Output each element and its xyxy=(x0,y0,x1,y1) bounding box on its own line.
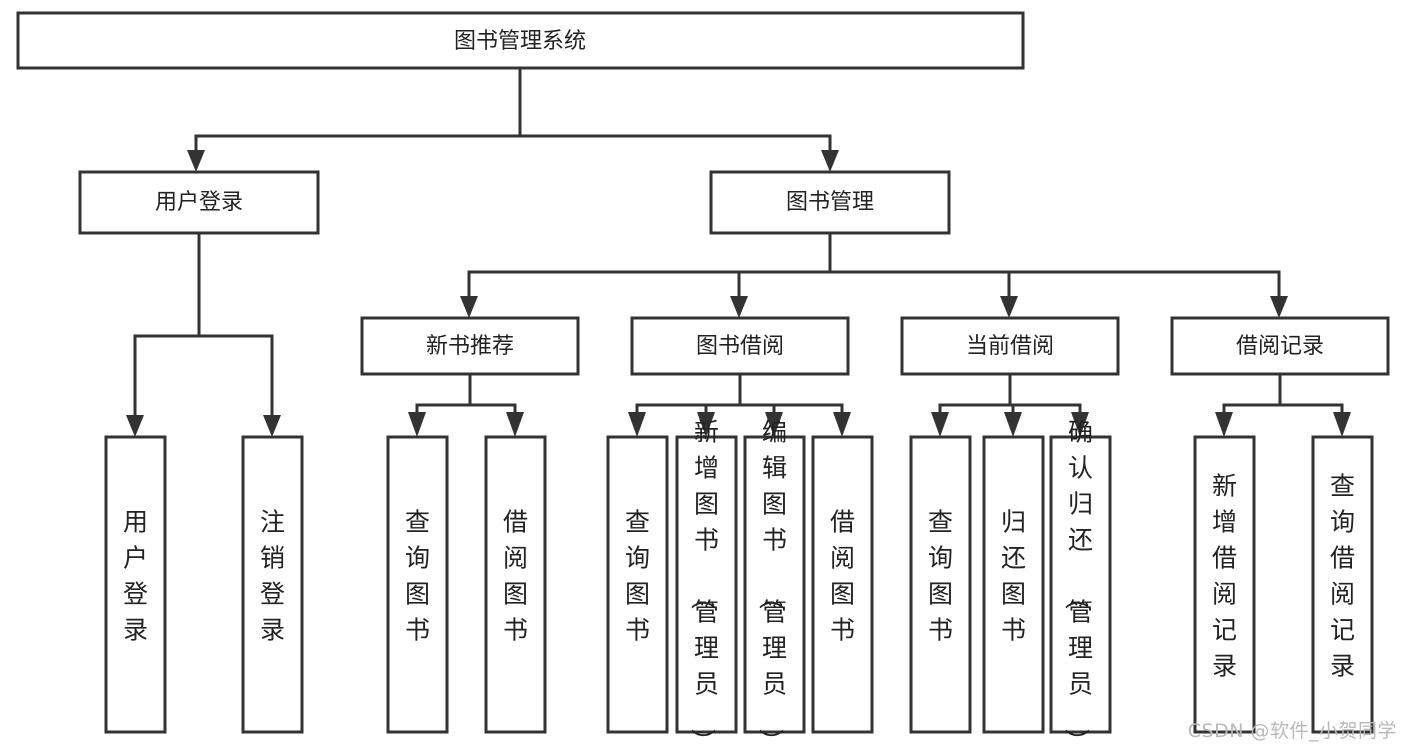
node-root-label: 图书管理系统 xyxy=(454,29,586,54)
node-leaf-query-book-c-box[interactable] xyxy=(909,435,972,734)
arrowhead-leaf-add-book-admin xyxy=(697,412,715,437)
node-leaf-query-book-a-label: 查询图书 xyxy=(405,508,430,645)
node-root[interactable]: 图书管理系统 xyxy=(16,11,1025,70)
node-leaf-add-book-admin[interactable]: 新增图书（管理员） xyxy=(675,418,738,747)
node-leaf-query-book-c-label: 查询图书 xyxy=(928,508,953,645)
node-leaf-edit-book-admin-box[interactable] xyxy=(743,435,806,734)
arrowhead-leaf-add-borrow-record xyxy=(1215,412,1233,437)
arrowhead-leaf-borrow-book-b xyxy=(833,412,851,437)
connector-layer xyxy=(126,66,1351,437)
node-borrow-record[interactable]: 借阅记录 xyxy=(1170,316,1390,376)
node-leaf-logout-login-label: 注销登录 xyxy=(260,508,285,645)
node-book-borrow[interactable]: 图书借阅 xyxy=(630,316,850,376)
node-new-book-recommend-box[interactable] xyxy=(360,316,580,376)
node-user-login[interactable]: 用户登录 xyxy=(78,170,320,235)
node-leaf-query-book-b-label: 查询图书 xyxy=(625,508,650,645)
node-leaf-user-login-box[interactable] xyxy=(104,435,167,734)
arrowhead-leaf-query-book-c xyxy=(931,412,949,437)
leaf-node-layer: 用户登录 注销登录 查询图书 借阅图书 查询图书 新增图书（管理员） 编辑图书（管理员） 借阅… xyxy=(104,418,1374,747)
node-leaf-confirm-return-admin-box[interactable] xyxy=(1049,435,1112,734)
node-leaf-query-borrow-record-label: 查询借阅记录 xyxy=(1330,472,1355,681)
node-book-borrow-box[interactable] xyxy=(630,316,850,376)
node-leaf-edit-book-admin[interactable]: 编辑图书（管理员） xyxy=(743,418,806,747)
node-leaf-add-borrow-record[interactable]: 新增借阅记录 xyxy=(1193,435,1256,734)
node-leaf-return-book[interactable]: 归还图书 xyxy=(982,435,1045,734)
node-leaf-add-borrow-record-label: 新增借阅记录 xyxy=(1212,472,1237,681)
node-leaf-return-book-label: 归还图书 xyxy=(1001,508,1026,645)
arrowhead-leaf-borrow-book-a xyxy=(506,412,524,437)
node-leaf-query-book-a[interactable]: 查询图书 xyxy=(386,435,449,734)
node-new-book-recommend-label: 新书推荐 xyxy=(426,334,514,359)
node-book-management-label: 图书管理 xyxy=(786,190,874,215)
arrowhead-leaf-edit-book-admin xyxy=(765,412,783,437)
node-leaf-add-book-admin-label: 新增图书（管理员） xyxy=(688,418,719,747)
arrowhead-leaf-return-book xyxy=(1004,412,1022,437)
node-book-management[interactable]: 图书管理 xyxy=(709,170,951,235)
node-leaf-confirm-return-admin[interactable]: 确认归还（管理员） xyxy=(1049,418,1112,747)
node-leaf-logout-login-box[interactable] xyxy=(241,435,304,734)
node-leaf-query-book-a-box[interactable] xyxy=(386,435,449,734)
arrowhead-leaf-confirm-return-admin xyxy=(1071,412,1089,437)
node-leaf-borrow-book-a[interactable]: 借阅图书 xyxy=(484,435,547,734)
arrowhead-leaf-user-login xyxy=(126,415,144,437)
node-current-borrow[interactable]: 当前借阅 xyxy=(900,316,1120,376)
node-book-borrow-label: 图书借阅 xyxy=(696,334,784,359)
node-leaf-add-borrow-record-box[interactable] xyxy=(1193,435,1256,734)
node-user-login-label: 用户登录 xyxy=(155,190,243,215)
node-leaf-query-book-c[interactable]: 查询图书 xyxy=(909,435,972,734)
arrowhead-leaf-query-book-b xyxy=(628,412,646,437)
csdn-watermark: CSDN @软件_小贺同学 xyxy=(1187,720,1397,742)
arrowhead-book-borrow xyxy=(730,296,748,318)
node-leaf-borrow-book-b-box[interactable] xyxy=(811,435,874,734)
arrowhead-leaf-logout-login xyxy=(263,415,281,437)
node-borrow-record-box[interactable] xyxy=(1170,316,1390,376)
arrowhead-leaf-query-book-a xyxy=(408,412,426,437)
node-leaf-query-borrow-record-box[interactable] xyxy=(1311,435,1374,734)
arrowhead-book-management xyxy=(821,150,839,172)
node-current-borrow-box[interactable] xyxy=(900,316,1120,376)
arrowhead-current-borrow xyxy=(1000,296,1018,318)
node-leaf-query-borrow-record[interactable]: 查询借阅记录 xyxy=(1311,435,1374,734)
node-leaf-user-login[interactable]: 用户登录 xyxy=(104,435,167,734)
node-leaf-add-book-admin-box[interactable] xyxy=(675,435,738,734)
node-leaf-edit-book-admin-label: 编辑图书（管理员） xyxy=(756,418,787,747)
node-user-login-box[interactable] xyxy=(78,170,320,235)
node-current-borrow-label: 当前借阅 xyxy=(966,334,1054,359)
node-leaf-borrow-book-a-label: 借阅图书 xyxy=(503,508,528,645)
node-leaf-borrow-book-a-box[interactable] xyxy=(484,435,547,734)
arrowhead-leaf-query-borrow-record xyxy=(1333,412,1351,437)
node-leaf-return-book-box[interactable] xyxy=(982,435,1045,734)
node-new-book-recommend[interactable]: 新书推荐 xyxy=(360,316,580,376)
node-leaf-logout-login[interactable]: 注销登录 xyxy=(241,435,304,734)
arrowhead-borrow-record xyxy=(1270,296,1288,318)
node-borrow-record-label: 借阅记录 xyxy=(1236,334,1324,359)
arrowhead-new-book-recommend xyxy=(460,296,478,318)
node-root-box[interactable] xyxy=(16,11,1025,70)
node-leaf-borrow-book-b-label: 借阅图书 xyxy=(830,508,855,645)
node-leaf-user-login-label: 用户登录 xyxy=(123,508,148,645)
node-leaf-query-book-b-box[interactable] xyxy=(606,435,669,734)
node-leaf-query-book-b[interactable]: 查询图书 xyxy=(606,435,669,734)
node-leaf-confirm-return-admin-label: 确认归还（管理员） xyxy=(1062,418,1093,747)
arrowhead-user-login xyxy=(187,150,205,172)
node-book-management-box[interactable] xyxy=(709,170,951,235)
node-leaf-borrow-book-b[interactable]: 借阅图书 xyxy=(811,435,874,734)
